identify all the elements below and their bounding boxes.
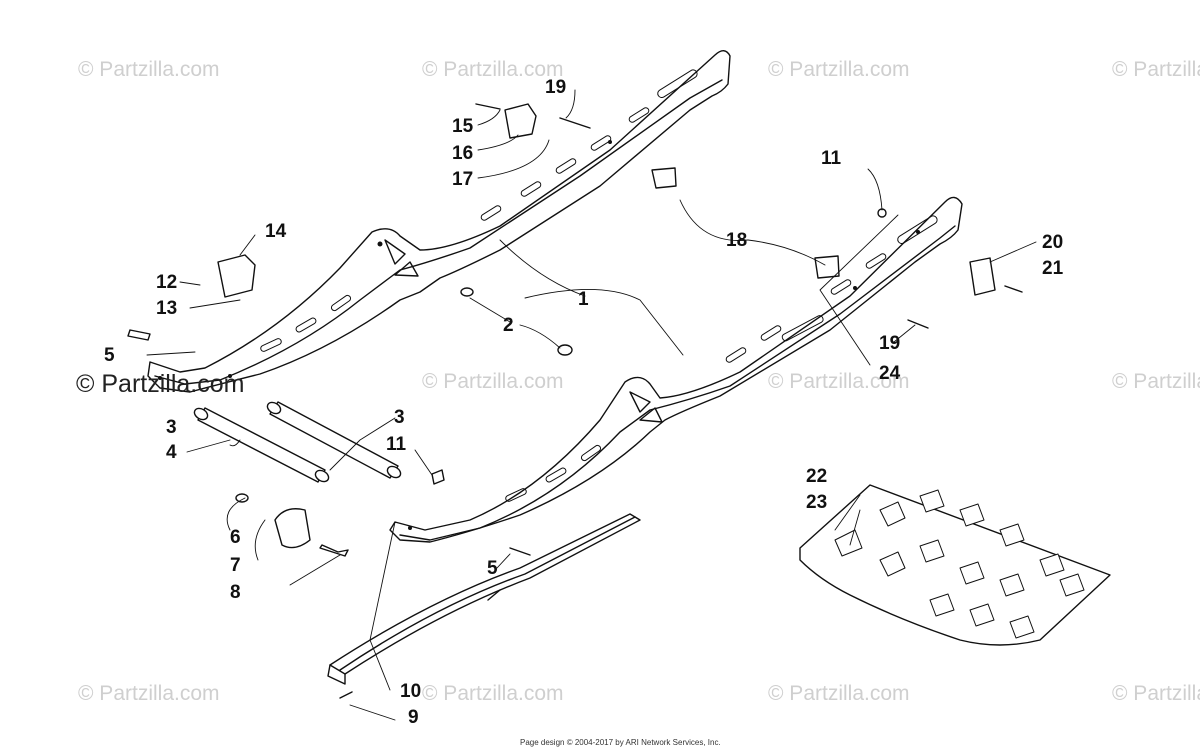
callout-10[interactable]: 10 bbox=[400, 681, 422, 702]
callout-16[interactable]: 16 bbox=[452, 143, 474, 164]
right-slide-rail bbox=[389, 196, 963, 543]
cross-shafts bbox=[193, 401, 402, 483]
callout-1[interactable]: 1 bbox=[578, 289, 589, 310]
callout-21[interactable]: 21 bbox=[1042, 258, 1064, 279]
callout-17[interactable]: 17 bbox=[452, 169, 474, 190]
callout-19[interactable]: 19 bbox=[545, 77, 567, 98]
callout-20[interactable]: 20 bbox=[1042, 232, 1064, 253]
callout-7[interactable]: 7 bbox=[230, 555, 241, 576]
callout-12[interactable]: 12 bbox=[156, 272, 178, 293]
callout-15[interactable]: 15 bbox=[452, 116, 474, 137]
callout-5[interactable]: 5 bbox=[104, 345, 115, 366]
callout-23[interactable]: 23 bbox=[806, 492, 828, 513]
callout-6[interactable]: 6 bbox=[230, 527, 241, 548]
track-section bbox=[799, 484, 1111, 646]
watermark-prominent: © Partzilla.com bbox=[76, 370, 245, 398]
callout-8[interactable]: 8 bbox=[230, 582, 241, 603]
watermark: © Partzilla.com bbox=[1112, 682, 1200, 705]
callout-11[interactable]: 11 bbox=[386, 434, 407, 455]
copyright-footer: Page design © 2004-2017 by ARI Network S… bbox=[520, 738, 721, 747]
callout-5[interactable]: 5 bbox=[487, 558, 498, 579]
watermark: © Partzilla.com bbox=[1112, 370, 1200, 393]
watermark: © Partzilla.com bbox=[768, 682, 910, 705]
watermark: © Partzilla.com bbox=[78, 58, 220, 81]
watermark: © Partzilla.com bbox=[422, 370, 564, 393]
watermark: © Partzilla.com bbox=[78, 682, 220, 705]
watermark: © Partzilla.com bbox=[422, 682, 564, 705]
watermark: © Partzilla.com bbox=[768, 370, 910, 393]
callout-24[interactable]: 24 bbox=[879, 363, 901, 384]
callout-19[interactable]: 19 bbox=[879, 333, 901, 354]
callout-18[interactable]: 18 bbox=[726, 230, 748, 251]
callout-9[interactable]: 9 bbox=[408, 707, 419, 728]
callout-11[interactable]: 11 bbox=[821, 148, 842, 169]
callout-3[interactable]: 3 bbox=[394, 407, 405, 428]
callout-13[interactable]: 13 bbox=[156, 298, 178, 319]
watermark: © Partzilla.com bbox=[768, 58, 910, 81]
left-slide-rail bbox=[147, 50, 731, 393]
callout-22[interactable]: 22 bbox=[806, 466, 828, 487]
callout-2[interactable]: 2 bbox=[503, 315, 514, 336]
watermark: © Partzilla.com bbox=[422, 58, 564, 81]
callout-14[interactable]: 14 bbox=[265, 221, 287, 242]
callout-3[interactable]: 3 bbox=[166, 417, 177, 438]
callout-4[interactable]: 4 bbox=[166, 442, 177, 463]
watermark: © Partzilla.com bbox=[1112, 58, 1200, 81]
